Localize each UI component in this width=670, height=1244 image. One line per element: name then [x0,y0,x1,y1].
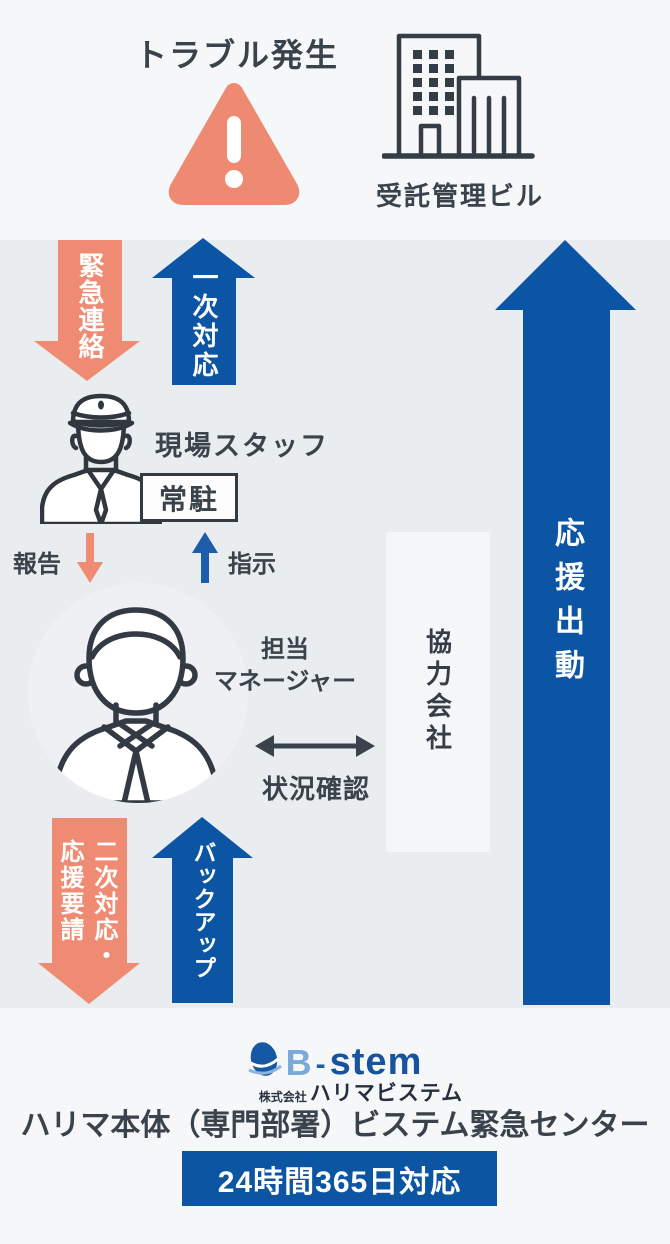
backup-label: バックアップ [190,841,216,979]
manager-label-line1: 担当 [261,636,309,663]
emergency-center-title: ハリマ本体（専門部署）ビステム緊急センター [20,1109,650,1142]
secondary-response-arrow-down-icon [38,818,140,1004]
building-label: 受託管理ビル [375,181,545,211]
logo-company-name: ハリマビステム [309,1082,464,1105]
site-staff-label: 現場スタッフ [155,431,329,461]
manager-label: 担当 マネージャー [205,634,365,698]
logo-stem-text: stem [329,1041,423,1083]
report-arrow-down-icon [77,533,104,583]
first-response-arrow-up-icon [152,238,256,385]
logo-b-letter: B [285,1042,312,1083]
building-icon [382,30,536,161]
secondary-response-label: 二次対応・応援要請 [56,839,117,969]
report-label: 報告 [13,551,61,578]
partner-company-box: 協力会社 [386,532,490,852]
logo-company-prefix: 株式会社 [258,1090,307,1104]
emergency-contact-arrow-down-icon [33,240,141,382]
instruction-arrow-up-icon [192,532,219,583]
warning-triangle-icon [164,76,304,206]
status-check-label: 状況確認 [261,774,370,804]
emergency-contact-label: 緊急連絡 [75,252,105,360]
bstem-logo-icon [248,1040,282,1081]
manager-avatar [28,583,248,803]
trouble-title: トラブル発生 [134,37,340,73]
status-check-arrow-icon [255,732,375,760]
partner-company-label: 協力会社 [422,628,453,756]
support-dispatch-label: 応援出動 [550,517,583,693]
instruction-label: 指示 [228,551,276,578]
company-logo: B - stem 株式会社 ハリマビステム [0,1040,670,1107]
availability-badge-label: 24時間365日対応 [217,1165,462,1199]
stationed-label: 常駐 [158,483,219,515]
manager-label-line2: マネージャー [213,668,357,695]
backup-arrow-up-icon [152,817,253,1003]
security-guard-icon [40,392,162,524]
stationed-box: 常駐 [140,473,238,522]
logo-hyphen: - [315,1048,326,1081]
first-response-label: 一次対応 [189,264,219,380]
support-dispatch-arrow-icon [495,240,636,1005]
availability-badge: 24時間365日対応 [182,1151,497,1206]
